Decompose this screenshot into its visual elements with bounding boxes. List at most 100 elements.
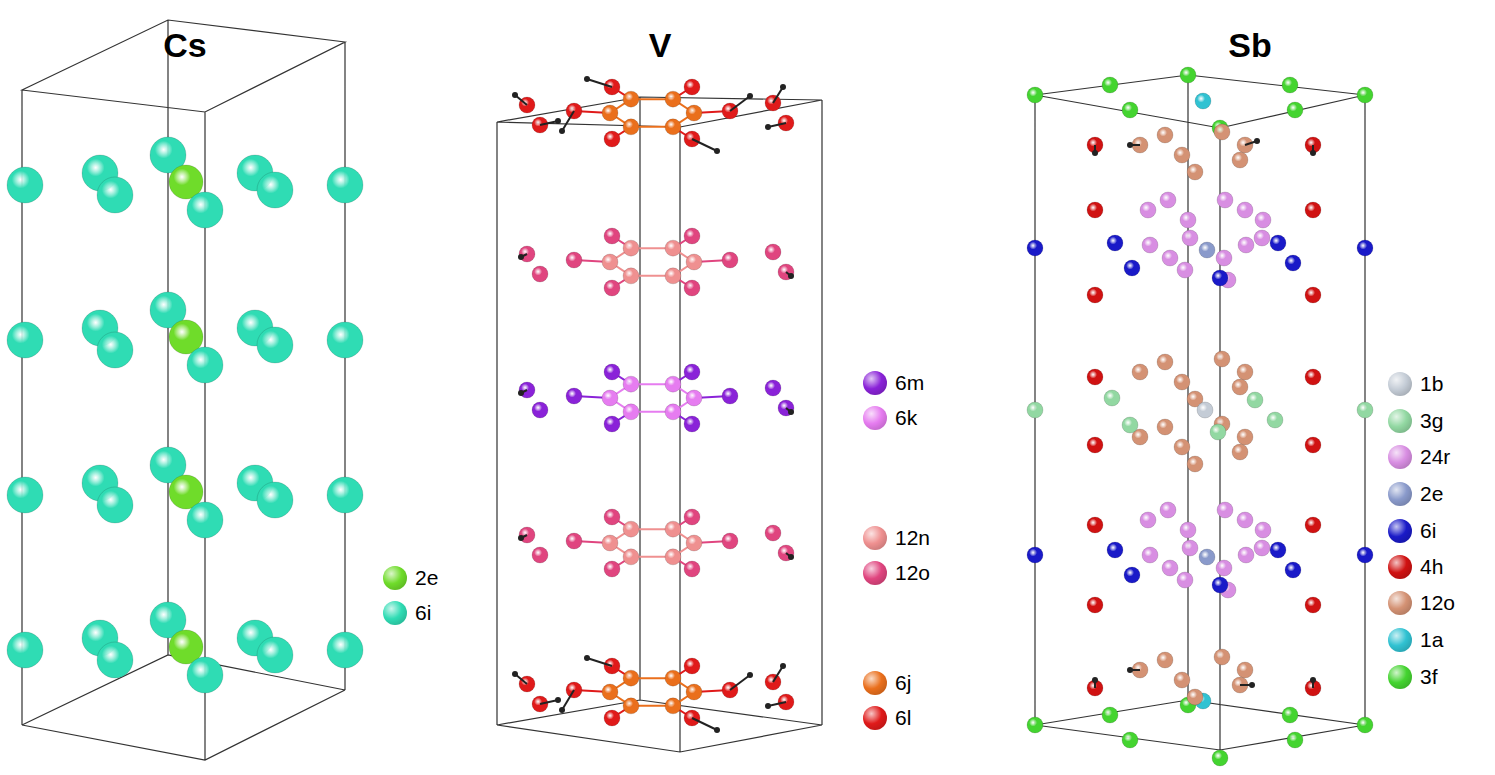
atom-sphere — [1305, 517, 1321, 533]
atom-sphere — [519, 246, 535, 262]
atom-sphere — [1285, 255, 1301, 271]
legend-entry: 6l — [863, 706, 911, 730]
displacement-arrow — [518, 390, 524, 396]
atom-sphere — [1254, 540, 1270, 556]
atom-sphere — [665, 698, 681, 714]
atom-sphere — [1162, 560, 1178, 576]
atom-sphere — [1237, 202, 1253, 218]
atom-sphere — [7, 632, 43, 668]
atom-sphere — [665, 549, 681, 565]
atom-sphere — [623, 404, 639, 420]
atom-sphere — [623, 240, 639, 256]
atom-sphere — [1212, 750, 1228, 766]
displacement-arrow — [788, 409, 794, 415]
displacement-arrow — [780, 663, 786, 669]
legend-entry: 1b — [1388, 372, 1443, 396]
atom-sphere — [1238, 547, 1254, 563]
atom-sphere — [1087, 287, 1103, 303]
atom-sphere — [623, 670, 639, 686]
atom-sphere — [778, 400, 794, 416]
atom-sphere — [1305, 369, 1321, 385]
atom-sphere — [1287, 732, 1303, 748]
atom-sphere — [1195, 93, 1211, 109]
atom-sphere — [1174, 147, 1190, 163]
panel-title: Cs — [163, 26, 206, 65]
v-cell-outline — [497, 97, 822, 752]
atom-sphere — [1357, 402, 1373, 418]
atom-sphere — [519, 382, 535, 398]
atom-sphere — [665, 268, 681, 284]
bond-line — [730, 675, 750, 690]
legend-text: 12n — [895, 526, 930, 550]
atom-sphere — [1107, 235, 1123, 251]
atom-sphere — [1305, 437, 1321, 453]
legend-entry: 6i — [383, 601, 431, 625]
legend-swatch — [863, 526, 887, 550]
legend-text: 24r — [1420, 445, 1450, 469]
legend-swatch — [863, 561, 887, 585]
legend-text: 6l — [895, 706, 911, 730]
atom-sphere — [1157, 354, 1173, 370]
atom-sphere — [1122, 732, 1138, 748]
legend-swatch — [1388, 445, 1412, 469]
legend-swatch — [1388, 555, 1412, 579]
atom-sphere — [1237, 364, 1253, 380]
legend-swatch — [863, 706, 887, 730]
legend-entry: 1a — [1388, 628, 1443, 652]
atom-sphere — [765, 380, 781, 396]
legend-text: 6m — [895, 371, 924, 395]
atom-sphere — [1102, 707, 1118, 723]
atom-sphere — [778, 264, 794, 280]
legend-swatch — [1388, 409, 1412, 433]
atom-sphere — [1180, 522, 1196, 538]
atom-sphere — [623, 91, 639, 107]
atom-sphere — [1357, 547, 1373, 563]
legend-entry: 6m — [863, 371, 924, 395]
bond-line — [692, 718, 717, 730]
legend-text: 12o — [1420, 591, 1455, 615]
atom-sphere — [1087, 517, 1103, 533]
atom-sphere — [7, 167, 43, 203]
displacement-arrow — [518, 535, 524, 541]
atom-sphere — [1027, 240, 1043, 256]
atom-sphere — [519, 527, 535, 543]
displacement-arrow — [765, 124, 771, 130]
displacement-arrow — [1092, 677, 1098, 683]
atom-sphere — [684, 658, 700, 674]
legend-text: 2e — [1420, 482, 1443, 506]
atom-sphere — [602, 684, 618, 700]
panel-title: V — [649, 26, 672, 65]
legend-entry: 3g — [1388, 409, 1443, 433]
displacement-arrow — [747, 672, 753, 678]
atom-sphere — [1199, 242, 1215, 258]
atom-sphere — [1216, 250, 1232, 266]
atom-sphere — [1174, 672, 1190, 688]
atom-sphere — [257, 482, 293, 518]
atom-sphere — [602, 535, 618, 551]
atom-sphere — [1122, 417, 1138, 433]
legend-swatch — [1388, 372, 1412, 396]
atom-sphere — [686, 254, 702, 270]
atom-sphere — [684, 79, 700, 95]
atom-sphere — [722, 533, 738, 549]
atom-sphere — [1157, 652, 1173, 668]
atom-sphere — [1174, 439, 1190, 455]
atom-sphere — [1180, 212, 1196, 228]
displacement-arrow — [584, 76, 590, 82]
displacement-arrow — [559, 707, 565, 713]
displacement-arrow — [1127, 142, 1133, 148]
atom-sphere — [684, 280, 700, 296]
legend-entry: 12n — [863, 526, 930, 550]
panel-title: Sb — [1228, 26, 1271, 65]
atom-sphere — [623, 376, 639, 392]
displacement-arrow — [1254, 138, 1260, 144]
atom-sphere — [1254, 230, 1270, 246]
atom-sphere — [1214, 124, 1230, 140]
atom-sphere — [1027, 402, 1043, 418]
atom-sphere — [257, 327, 293, 363]
legend-swatch — [1388, 482, 1412, 506]
atom-sphere — [604, 710, 620, 726]
atom-sphere — [1142, 547, 1158, 563]
bond-line — [562, 690, 574, 710]
